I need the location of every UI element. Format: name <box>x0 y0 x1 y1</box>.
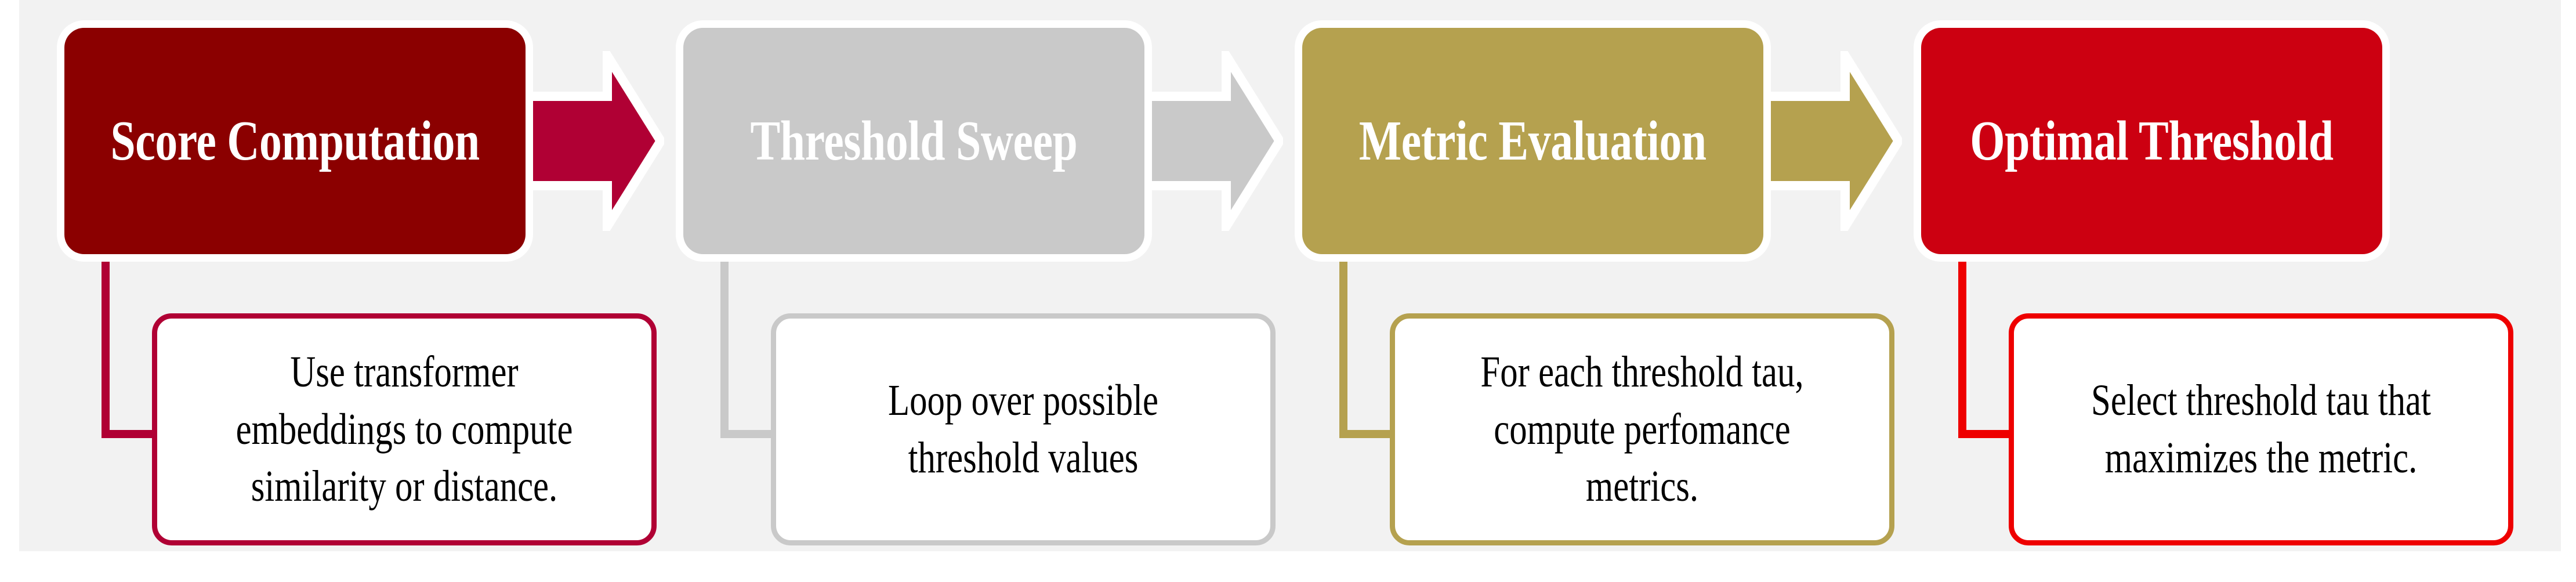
chevron-right-icon <box>521 39 666 243</box>
caption-text-optimal-threshold: Select threshold tau that maximizes the … <box>2091 376 2431 482</box>
caption-text-metric-evaluation: For each threshold tau, compute perfoman… <box>1480 347 1804 511</box>
arrow-score-to-sweep <box>519 39 666 243</box>
caption-text-threshold-sweep: Loop over possible threshold values <box>887 376 1159 482</box>
caption-box-threshold-sweep[interactable]: Loop over possible threshold values <box>771 313 1276 545</box>
caption-text-score-computation: Use transformer embeddings to compute si… <box>236 347 573 511</box>
stage-box-metric-evaluation[interactable]: Metric Evaluation <box>1302 28 1763 254</box>
caption-box-score-computation[interactable]: Use transformer embeddings to compute si… <box>152 313 657 545</box>
chevron-right-icon <box>1759 39 1904 243</box>
chevron-right-icon <box>1140 39 1285 243</box>
stage-label-threshold-sweep: Threshold Sweep <box>750 110 1078 172</box>
stage-label-score-computation: Score Computation <box>110 110 480 172</box>
stage-box-threshold-sweep[interactable]: Threshold Sweep <box>683 28 1144 254</box>
caption-box-optimal-threshold[interactable]: Select threshold tau that maximizes the … <box>2009 313 2513 545</box>
arrow-sweep-to-metric <box>1138 39 1285 243</box>
arrow-metric-to-optimal <box>1757 39 1904 243</box>
stage-box-score-computation[interactable]: Score Computation <box>64 28 526 254</box>
stage-label-optimal-threshold: Optimal Threshold <box>1970 110 2334 172</box>
stage-label-metric-evaluation: Metric Evaluation <box>1359 110 1707 172</box>
stage-box-optimal-threshold[interactable]: Optimal Threshold <box>1921 28 2382 254</box>
caption-box-metric-evaluation[interactable]: For each threshold tau, compute perfoman… <box>1390 313 1894 545</box>
